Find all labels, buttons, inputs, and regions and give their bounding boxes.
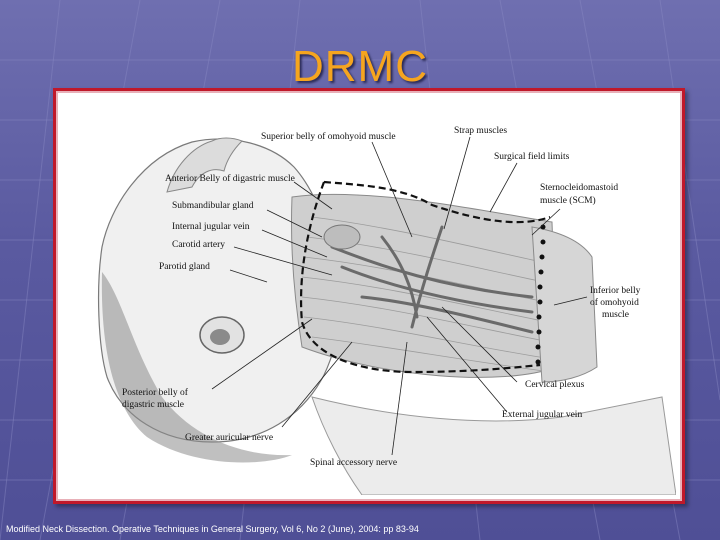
ear-canal <box>210 329 230 345</box>
leader-lines <box>211 136 588 456</box>
label-scm-line2: muscle (SCM) <box>540 195 596 206</box>
label-parotid-gland: Parotid gland <box>159 262 210 272</box>
label-anterior-belly-digastric: Anterior Belly of digastric muscle <box>165 173 295 184</box>
neck-dissection-illustration: Superior belly of omohyoid muscle Strap … <box>97 126 676 495</box>
label-superior-belly-omohyoid: Superior belly of omohyoid muscle <box>261 131 396 142</box>
slide-title: DRMC <box>292 42 428 91</box>
label-strap-muscles: Strap muscles <box>454 126 507 136</box>
face-profile <box>166 137 243 193</box>
label-inferior-belly-line3: muscle <box>602 310 629 320</box>
gland-shape <box>323 224 361 250</box>
vessels <box>330 225 534 334</box>
figure-frame: Superior belly of omohyoid muscle Strap … <box>53 88 685 504</box>
shoulder-shape <box>311 396 676 495</box>
label-surgical-field-limits: Surgical field limits <box>494 151 570 162</box>
label-cervical-plexus: Cervical plexus <box>525 380 585 390</box>
label-posterior-belly-line1: Posterior belly of <box>122 387 189 398</box>
label-scm-line1: Sternocleidomastoid <box>540 183 618 193</box>
label-greater-auricular-nerve: Greater auricular nerve <box>185 433 273 443</box>
dotted-boundary <box>535 224 546 365</box>
label-inferior-belly-line2: of omohyoid <box>590 297 639 308</box>
label-carotid-artery: Carotid artery <box>172 240 225 250</box>
surgical-field-outline <box>323 180 551 224</box>
label-external-jugular-vein: External jugular vein <box>502 410 582 420</box>
label-spinal-accessory-nerve: Spinal accessory nerve <box>310 458 397 468</box>
label-posterior-belly-line2: digastric muscle <box>122 400 184 410</box>
scm-shape <box>531 226 598 383</box>
label-inferior-belly-line1: Inferior belly <box>590 285 641 296</box>
label-internal-jugular-vein: Internal jugular vein <box>172 222 250 232</box>
label-submandibular-gland: Submandibular gland <box>172 201 254 211</box>
figure-caption: Modified Neck Dissection. Operative Tech… <box>6 524 419 534</box>
hair-shape <box>101 272 292 463</box>
